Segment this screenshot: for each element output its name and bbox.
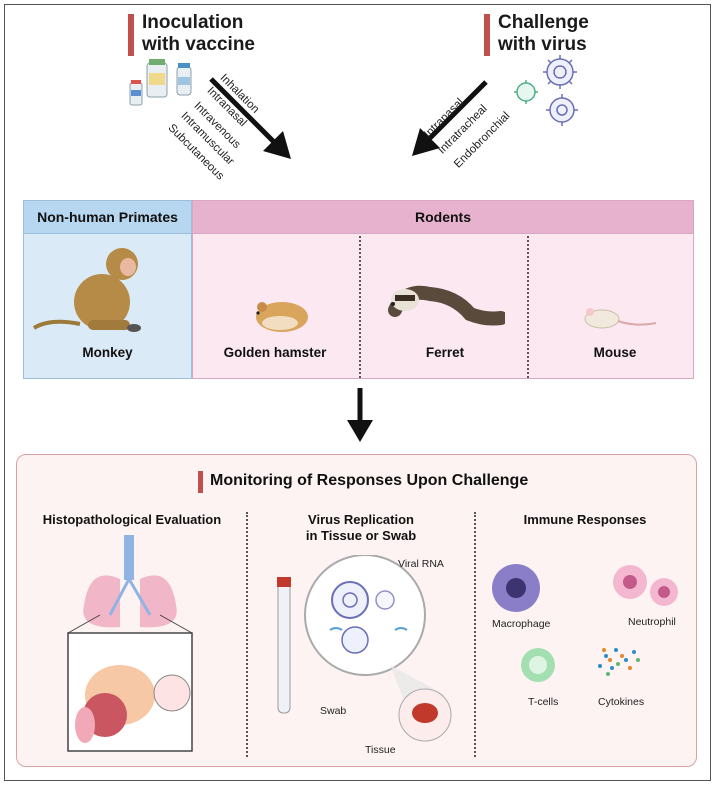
- label-macrophage: Macrophage: [492, 618, 551, 630]
- animal-label-golden-hamster: Golden hamster: [223, 345, 327, 360]
- down-arrow: [347, 388, 373, 442]
- immune-title: Immune Responses: [523, 512, 647, 527]
- animal-label-mouse: Mouse: [593, 345, 637, 360]
- lungs-histology-icon: [67, 535, 193, 752]
- monitor-divider-1: [246, 512, 248, 757]
- figure-frame: [4, 4, 711, 781]
- challenge-accent-bar: [484, 14, 490, 56]
- rodents-header: Rodents: [192, 200, 694, 234]
- virus-sample-icon: [277, 555, 452, 742]
- virus-replication-title-line2: in Tissue or Swab: [305, 528, 417, 543]
- monkey-icon: [32, 248, 141, 332]
- ferret-icon: [388, 285, 505, 326]
- label-neutrophil: Neutrophil: [628, 616, 676, 628]
- vaccine-vials-icon: [129, 59, 192, 106]
- virus-replication-title: Virus Replication in Tissue or Swab: [250, 512, 472, 544]
- primates-header: Non-human Primates: [23, 200, 192, 234]
- challenge-title: Challenge with virus: [498, 12, 589, 56]
- inoculation-arrow: [209, 77, 291, 159]
- challenge-title-line2: with virus: [498, 34, 587, 55]
- virus-replication-title-line1: Virus Replication: [308, 512, 414, 527]
- monitoring-accent-bar: [198, 471, 203, 493]
- label-swab: Swab: [320, 705, 347, 717]
- mouse-icon: [584, 308, 657, 329]
- label-cytokines: Cytokines: [598, 696, 645, 708]
- inoculation-accent-bar: [128, 14, 134, 56]
- virus-particles-icon: [514, 55, 578, 126]
- monitor-divider-2: [474, 512, 476, 757]
- challenge-arrow: [412, 80, 488, 156]
- histo-title: Histopathological Evaluation: [42, 512, 222, 527]
- inoculation-title: Inoculation with vaccine: [142, 12, 255, 56]
- inoculation-title-line1: Inoculation: [142, 12, 244, 33]
- hamster-icon: [256, 302, 308, 332]
- label-viral-rna: Viral RNA: [398, 558, 444, 570]
- animal-label-monkey: Monkey: [82, 345, 133, 360]
- label-tcells: T-cells: [528, 696, 559, 708]
- rodent-divider-2: [527, 236, 529, 378]
- label-tissue: Tissue: [365, 744, 396, 756]
- immune-cells-icon: [492, 564, 678, 682]
- monitoring-title: Monitoring of Responses Upon Challenge: [210, 472, 529, 489]
- inoculation-title-line2: with vaccine: [142, 34, 255, 55]
- rodent-divider-1: [359, 236, 361, 378]
- challenge-title-line1: Challenge: [498, 12, 589, 33]
- animal-label-ferret: Ferret: [425, 345, 465, 360]
